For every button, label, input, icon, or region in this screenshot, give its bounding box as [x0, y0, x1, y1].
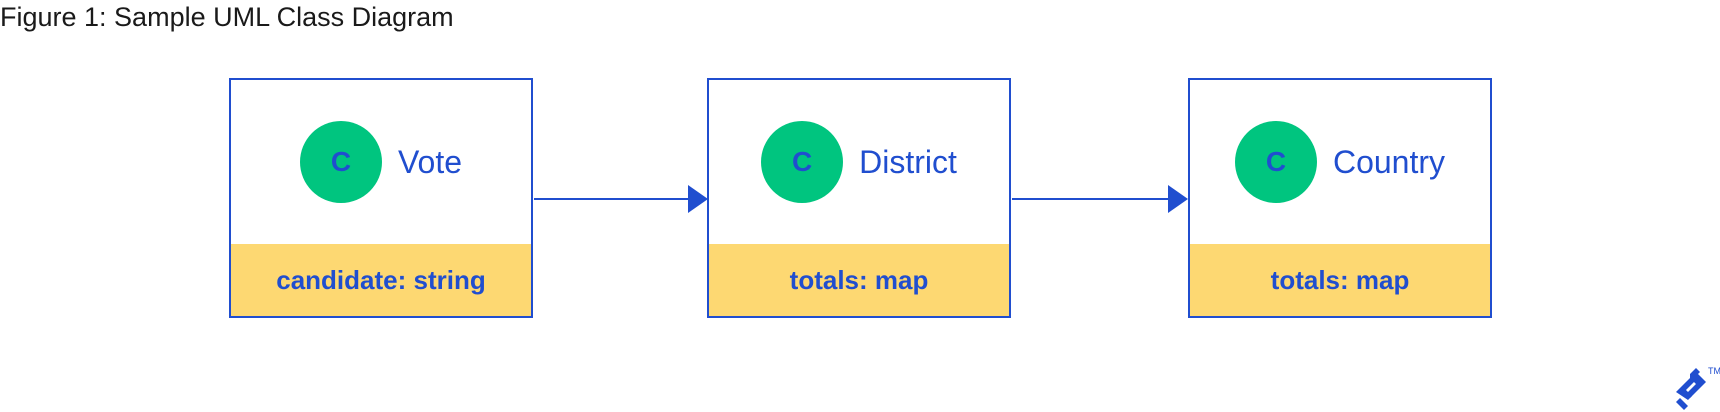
class-header: C District	[709, 80, 1009, 246]
class-badge-icon: C	[1234, 121, 1317, 203]
arrow-vote-to-district	[534, 185, 708, 213]
class-header: C Country	[1190, 80, 1490, 246]
class-badge-icon: C	[299, 121, 382, 203]
class-name: Vote	[397, 143, 463, 180]
class-attributes: totals: map	[709, 244, 1009, 316]
class-attributes: totals: map	[1190, 244, 1490, 316]
arrow-head	[1168, 185, 1188, 213]
logo-base-mark	[1676, 398, 1688, 410]
class-attribute: candidate: string	[276, 264, 486, 295]
class-attribute: totals: map	[1270, 264, 1410, 295]
logo-left-mark	[1676, 376, 1696, 400]
class-vote: C Vote candidate: string	[229, 78, 533, 318]
logo-right-mark	[1686, 368, 1706, 398]
toptal-logo-icon: TM	[1676, 366, 1720, 410]
class-name: Country	[1332, 143, 1446, 180]
class-country: C Country totals: map	[1188, 78, 1492, 318]
class-name: District	[859, 143, 957, 180]
arrow-district-to-country	[1012, 185, 1188, 213]
class-attribute: totals: map	[789, 264, 929, 295]
class-header: C Vote	[231, 80, 531, 246]
class-attributes: candidate: string	[231, 244, 531, 316]
trademark-symbol: TM	[1708, 366, 1720, 376]
class-district: C District totals: map	[707, 78, 1011, 318]
class-badge-icon: C	[761, 121, 844, 203]
figure-caption: Figure 1: Sample UML Class Diagram	[0, 2, 454, 32]
arrow-head	[688, 185, 708, 213]
